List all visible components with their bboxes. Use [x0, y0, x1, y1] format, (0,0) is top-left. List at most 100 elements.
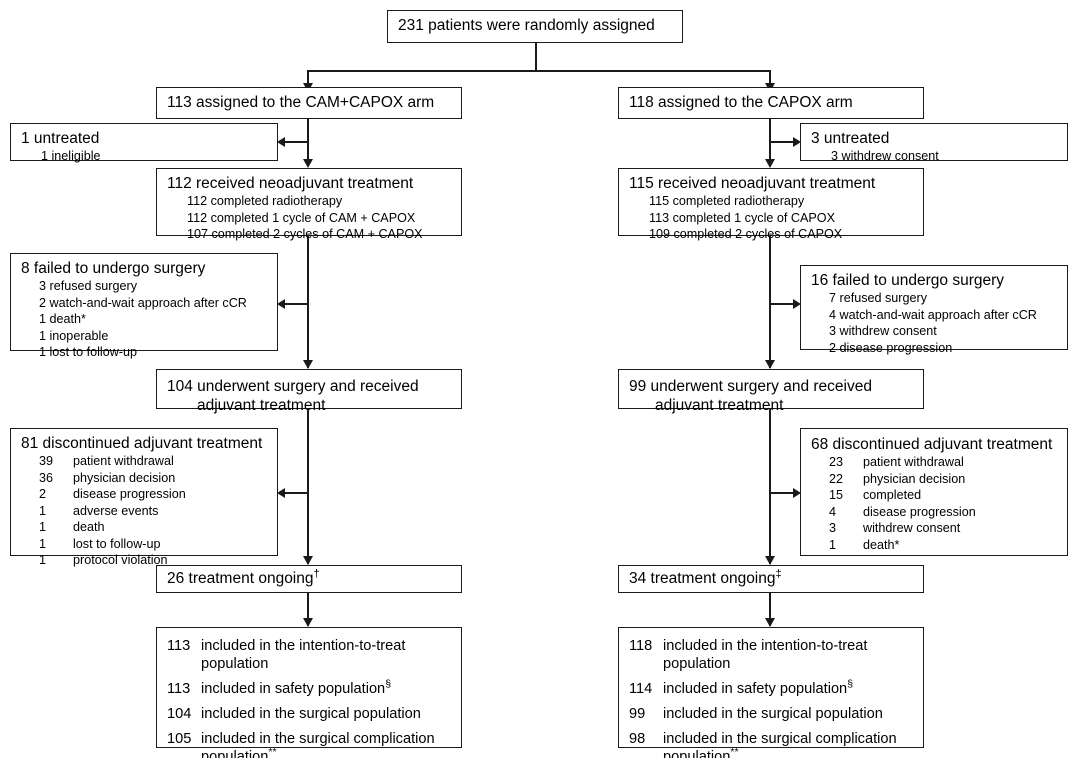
right-failed-surgery-box: 16 failed to undergo surgery 7 refused s…	[800, 265, 1068, 355]
arrow-right-failed-surgery	[793, 299, 801, 309]
population-text: included in the intention-to-treat	[663, 638, 868, 654]
connector-left-failed-surgery	[285, 303, 308, 305]
count: 1	[39, 503, 47, 518]
right-discontinued-header: 68 discontinued adjuvant treatment	[811, 436, 1053, 453]
count: 1	[39, 520, 47, 534]
right-neoadjuvant-box: 115 received neoadjuvant treatment 115 c…	[618, 168, 924, 241]
left-neoadjuvant-box: 112 received neoadjuvant treatment 112 c…	[156, 168, 462, 241]
arrow-left-to-populations	[302, 618, 313, 627]
left-failed-surgery-box: 8 failed to undergo surgery 3 refused su…	[10, 253, 278, 359]
population-wrap: population	[201, 656, 269, 672]
left-failed-surgery-header: 8 failed to undergo surgery	[21, 260, 206, 277]
left-discontinued-header: 81 discontinued adjuvant treatment	[21, 435, 263, 452]
population-text: included in the intention-to-treat	[201, 638, 406, 654]
count: 36	[39, 470, 54, 485]
connector-left-ongoing-to-populations	[307, 592, 309, 626]
left-failed-surgery-item: 1 lost to follow-up	[39, 345, 138, 359]
population-text: included in the surgical population	[201, 706, 421, 722]
right-ongoing-label: 34 treatment ongoing‡	[629, 568, 915, 588]
reason: patient withdrawal	[73, 454, 174, 468]
population-wrap-text: population	[663, 749, 731, 758]
count: 4	[829, 504, 837, 519]
left-neoadjuvant-item: 112 completed radiotherapy	[187, 194, 343, 208]
count: 105	[167, 731, 192, 747]
population-wrap: population**	[201, 747, 453, 758]
right-surgery-line1: 99 underwent surgery and received	[629, 378, 872, 395]
connector-left-neoadj-to-surgery	[307, 236, 309, 368]
right-ongoing-text: 34 treatment ongoing	[629, 570, 776, 587]
left-populations-box: 113 included in the intention-to-treat pop…	[156, 627, 462, 758]
right-assigned-label: 118 assigned to the CAPOX arm	[629, 94, 853, 111]
connector-right-failed-surgery	[769, 303, 793, 305]
connector-right-neoadj-to-surgery	[769, 236, 771, 368]
arrow-left-failed-surgery	[277, 299, 285, 309]
list-item: 1 death	[39, 519, 269, 536]
right-assigned-box: 118 assigned to the CAPOX arm	[618, 87, 924, 119]
left-neoadjuvant-item: 107 completed 2 cycles of CAM + CAPOX	[187, 227, 423, 241]
reason: disease progression	[863, 504, 976, 519]
arrow-right-untreated	[793, 137, 801, 147]
right-neoadjuvant-item: 109 completed 2 cycles of CAPOX	[649, 227, 843, 241]
count: 23	[829, 455, 844, 469]
count: 22	[829, 471, 844, 486]
marker: **	[730, 746, 739, 758]
count: 3	[829, 521, 837, 535]
connector-left-discontinued	[285, 492, 308, 494]
count: 2	[39, 487, 47, 501]
left-neoadjuvant-item: 112 completed 1 cycle of CAM + CAPOX	[187, 210, 416, 225]
connector-left-branch	[307, 70, 309, 86]
left-assigned-label: 113 assigned to the CAM+CAPOX arm	[167, 94, 435, 111]
left-untreated-box: 1 untreated 1 ineligible	[10, 123, 278, 163]
connector-left-untreated	[285, 141, 308, 143]
connector-right-discontinued	[769, 492, 793, 494]
arrow-right-discontinued	[793, 488, 801, 498]
left-surgery-line2: adjuvant treatment	[197, 397, 326, 414]
count: 104	[167, 706, 192, 722]
left-untreated-header: 1 untreated	[21, 130, 100, 147]
left-failed-surgery-item: 3 refused surgery	[39, 279, 138, 293]
right-neoadjuvant-header: 115 received neoadjuvant treatment	[629, 175, 876, 192]
reason: withdrew consent	[863, 521, 961, 535]
arrow-right-to-neoadjuvant	[764, 159, 775, 168]
left-failed-surgery-item: 1 death*	[39, 312, 86, 326]
population-wrap-text: population	[201, 749, 269, 758]
right-untreated-item: 3 withdrew consent	[831, 149, 939, 163]
left-ongoing-box: 26 treatment ongoing†	[156, 565, 462, 593]
left-failed-surgery-item: 1 inoperable	[39, 328, 109, 343]
arrow-left-to-surgery	[302, 360, 313, 369]
right-untreated-box: 3 untreated 3 withdrew consent	[800, 123, 1068, 163]
count: 113	[167, 638, 191, 654]
connector-right-untreated	[769, 141, 793, 143]
reason: death*	[863, 537, 900, 552]
arrow-left-to-neoadjuvant	[302, 159, 313, 168]
right-ongoing-box: 34 treatment ongoing‡	[618, 565, 924, 593]
reason: physician decision	[73, 470, 176, 485]
left-neoadjuvant-header: 112 received neoadjuvant treatment	[167, 175, 414, 192]
population-text: included in safety population	[201, 681, 386, 697]
list-item: 3 withdrew consent	[829, 520, 1059, 537]
right-failed-surgery-item: 3 withdrew consent	[829, 324, 937, 338]
list-item: 4 disease progression	[829, 504, 1059, 521]
population-text: included in the surgical complication	[663, 731, 897, 747]
reason: death	[73, 520, 105, 534]
count: 1	[39, 536, 47, 551]
arrow-left-to-ongoing	[302, 556, 313, 565]
population-text: included in the surgical complication	[201, 731, 435, 747]
left-failed-surgery-item: 2 watch-and-wait approach after cCR	[39, 295, 247, 310]
right-neoadjuvant-item: 113 completed 1 cycle of CAPOX	[649, 210, 835, 225]
